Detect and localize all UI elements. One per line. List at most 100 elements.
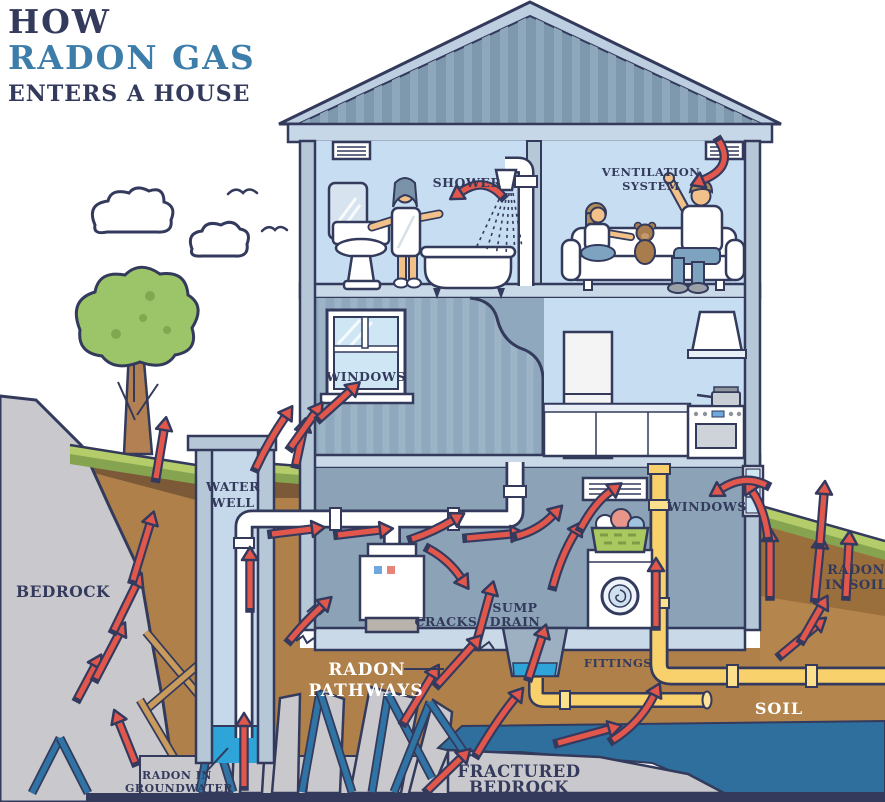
well-supply-pipe bbox=[237, 462, 522, 738]
well-wall-right bbox=[256, 446, 276, 765]
extractor-hood bbox=[690, 310, 744, 354]
torso bbox=[680, 204, 724, 254]
pipe-fitting bbox=[648, 499, 670, 511]
radon-in-soil-label-line2: IN SOIL bbox=[825, 578, 885, 593]
labels: SHOWER VENTILATION SYSTEM WINDOWS WATER … bbox=[16, 165, 885, 797]
cloud bbox=[188, 220, 250, 258]
leaf-detail bbox=[111, 329, 121, 339]
soil-left bbox=[82, 450, 196, 762]
grass-olive-left bbox=[70, 452, 196, 484]
pipe-fitting bbox=[726, 664, 739, 688]
diagram-title: HOW RADON GAS ENTERS A HOUSE bbox=[8, 4, 256, 107]
cooking-pot bbox=[696, 386, 741, 407]
radon-arrow bbox=[646, 556, 666, 631]
grass-edge-left bbox=[69, 443, 197, 467]
radon-arrow bbox=[110, 708, 142, 769]
groundwater-pointer-line bbox=[205, 747, 229, 773]
windows-basement-label: WINDOWS bbox=[666, 499, 747, 514]
water-channel bbox=[317, 691, 355, 793]
gas-pipe-main bbox=[652, 470, 885, 683]
radon-arrow bbox=[448, 180, 509, 203]
leg bbox=[397, 253, 407, 281]
radon-arrow bbox=[313, 381, 361, 425]
kitchen bbox=[542, 310, 747, 460]
cracks-label: CRACKS bbox=[415, 614, 478, 629]
radon-pathways-label-line2: PATHWAYS bbox=[308, 681, 423, 701]
pipe-fitting bbox=[805, 664, 818, 688]
window-middle-floor bbox=[319, 308, 415, 405]
pipe-open-end bbox=[701, 690, 713, 710]
pipe-collar bbox=[514, 175, 538, 188]
radon-arrow bbox=[689, 134, 729, 189]
cutaway-wall-curve bbox=[469, 296, 545, 455]
radon-arrow bbox=[422, 542, 470, 590]
water-channel bbox=[57, 736, 91, 795]
indicator-red bbox=[387, 566, 395, 574]
radon-arrow bbox=[127, 510, 159, 586]
hood-base bbox=[687, 349, 747, 359]
radon-arrow bbox=[234, 711, 254, 791]
teddy-body bbox=[634, 239, 656, 265]
shower-head bbox=[475, 168, 523, 257]
water-well-label-line2: WELL bbox=[210, 495, 254, 510]
fittings-label: FITTINGS bbox=[584, 656, 652, 670]
leg bbox=[408, 253, 418, 281]
bathroom bbox=[327, 168, 523, 299]
oven-window bbox=[695, 423, 737, 449]
radon-arrow bbox=[266, 519, 327, 540]
radon-arrow bbox=[814, 479, 834, 549]
water-channel bbox=[299, 691, 323, 793]
hand bbox=[663, 172, 675, 184]
crossed-legs bbox=[580, 244, 616, 262]
radon-arrow bbox=[552, 720, 623, 749]
pipe-collar bbox=[503, 485, 527, 498]
ventilation-label-line1: VENTILATION bbox=[601, 165, 700, 179]
tree-foliage bbox=[74, 265, 200, 368]
sump-drain-label-line1: SUMP bbox=[492, 600, 537, 615]
vent-grille-top-left bbox=[331, 140, 372, 161]
radon-arrow bbox=[283, 595, 333, 647]
gas-pipes bbox=[528, 463, 885, 710]
title-line-3: ENTERS A HOUSE bbox=[8, 81, 251, 108]
teddy-bear bbox=[633, 221, 657, 265]
water-channel bbox=[29, 736, 63, 795]
bottom-border-bar bbox=[86, 793, 885, 802]
toilet bbox=[331, 220, 391, 291]
bathtub bbox=[419, 245, 517, 299]
well-wall-left bbox=[194, 446, 214, 765]
bedrock-crack bbox=[146, 657, 206, 711]
radon-arrow bbox=[150, 415, 174, 484]
leaf-detail bbox=[163, 326, 171, 334]
radon-arrow bbox=[708, 475, 773, 498]
windows-middle-label: WINDOWS bbox=[325, 369, 406, 384]
fractured-bedrock-label-line2: BEDROCK bbox=[469, 778, 569, 797]
well-cap bbox=[186, 434, 278, 452]
groundwater-label-line1: RADON IN bbox=[142, 769, 212, 782]
fractured-bedrock-wedge bbox=[446, 748, 725, 795]
living-room bbox=[560, 172, 746, 294]
bedrock-label: BEDROCK bbox=[16, 582, 110, 601]
leaf-detail bbox=[139, 314, 147, 322]
shoe bbox=[687, 282, 709, 294]
radon-arrow bbox=[240, 545, 260, 613]
house-wall-right bbox=[743, 139, 762, 632]
water-well-label-line1: WATER bbox=[205, 479, 260, 494]
radon-in-soil-label-line1: RADON bbox=[827, 563, 885, 578]
radon-arrow bbox=[332, 520, 395, 541]
roof bbox=[297, 14, 763, 125]
bird-icon bbox=[260, 225, 289, 233]
pipe-collar bbox=[233, 537, 255, 549]
shower-label: SHOWER bbox=[433, 175, 502, 190]
tree-branch bbox=[117, 360, 159, 421]
washer-swirl bbox=[615, 589, 627, 603]
shoe bbox=[667, 282, 689, 294]
fractured-bedrock-label-line1: FRACTURED bbox=[457, 762, 580, 781]
water-channel bbox=[391, 700, 433, 794]
water-heater bbox=[358, 542, 426, 634]
title-line-2: RADON GAS bbox=[8, 37, 256, 77]
radon-arrow bbox=[431, 634, 483, 691]
radon-arrow bbox=[405, 511, 466, 546]
ventilation-label-line2: SYSTEM bbox=[622, 179, 680, 193]
foot bbox=[406, 277, 422, 289]
